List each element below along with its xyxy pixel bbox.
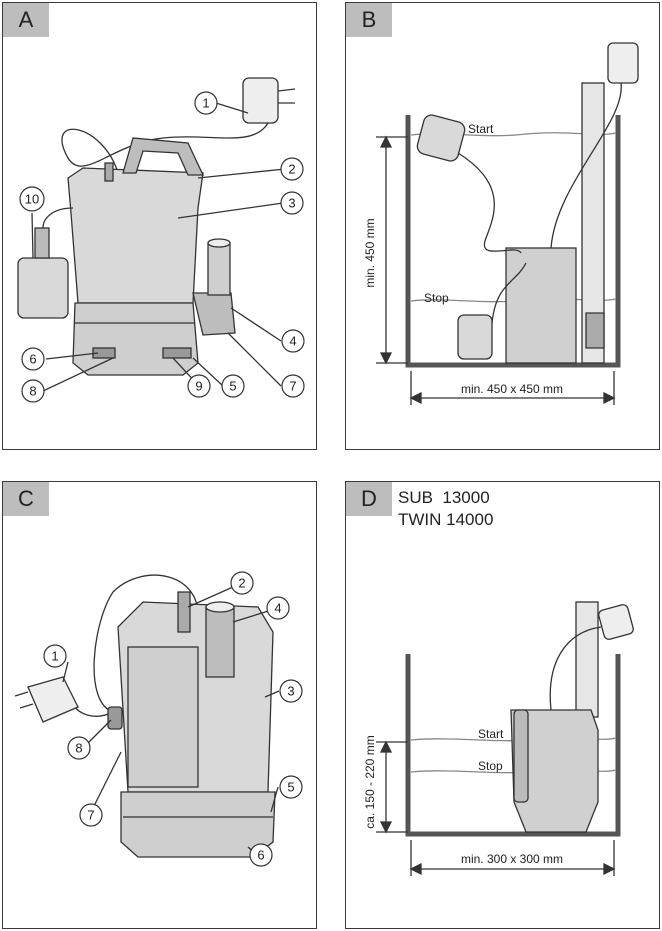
power-plug	[607, 42, 639, 84]
outlet-connector	[205, 606, 235, 678]
discharge-pipe	[581, 82, 605, 364]
callout-10: 10	[19, 186, 45, 212]
tank-wall	[405, 654, 621, 837]
svg-text:1: 1	[51, 649, 58, 664]
height-dimension-label: ca. 150 - 220 mm	[363, 735, 377, 828]
float-switch-holder	[107, 706, 123, 730]
integrated-float	[513, 709, 529, 803]
callout-1: 1	[194, 91, 218, 115]
svg-text:5: 5	[229, 379, 236, 394]
outlet-adapter	[192, 292, 236, 336]
stop-label: Stop	[478, 759, 503, 773]
callout-8: 8	[67, 736, 91, 760]
float-switch-upper	[416, 114, 466, 162]
callout-1: 1	[43, 644, 67, 668]
lock-switch	[162, 347, 192, 359]
callout-2: 2	[230, 571, 254, 595]
model-name-line-2: TWIN 14000	[398, 510, 494, 529]
svg-text:7: 7	[87, 808, 94, 823]
height-dimension-label: min. 450 mm	[363, 218, 377, 287]
discharge-pipe	[575, 601, 599, 718]
svg-text:6: 6	[29, 352, 36, 367]
stop-label: Stop	[424, 291, 449, 305]
svg-text:8: 8	[29, 384, 36, 399]
svg-text:1: 1	[202, 96, 209, 111]
callout-6: 6	[249, 843, 273, 867]
power-cable	[93, 574, 199, 713]
callout-8: 8	[21, 379, 45, 403]
float-switch-lower	[457, 314, 493, 360]
pump-base	[120, 791, 276, 858]
start-label: Start	[468, 122, 494, 136]
width-dimension-label: min. 450 x 450 mm	[461, 382, 563, 396]
svg-text:8: 8	[75, 741, 82, 756]
power-plug	[242, 77, 279, 124]
callout-4: 4	[281, 329, 305, 353]
svg-text:3: 3	[287, 684, 294, 699]
model-name-line-1: SUB 13000	[398, 488, 490, 507]
panel-a: A	[2, 2, 317, 450]
callout-7: 7	[79, 803, 103, 827]
hose-connector	[207, 242, 231, 296]
panel-c: C	[2, 481, 317, 929]
panel-b-illustration: Start Stop min. 450 mm min. 450 x 450 mm	[363, 42, 639, 405]
width-dimension-label: min. 300 x 300 mm	[461, 852, 563, 866]
callout-9: 9	[187, 374, 211, 398]
panel-b-label: B	[346, 3, 392, 37]
pump-handle	[122, 137, 205, 176]
svg-text:4: 4	[289, 334, 296, 349]
callout-5: 5	[221, 374, 245, 398]
svg-text:2: 2	[288, 162, 295, 177]
panel-c-illustration: 1 2 3 4 5 6 7 8	[14, 571, 303, 867]
panel-d-illustration: Start Stop ca. 150 - 220 mm min. 300 x 3…	[363, 601, 634, 876]
pump	[505, 247, 577, 364]
panel-b: B	[345, 2, 660, 450]
callout-4: 4	[266, 596, 290, 620]
svg-text:9: 9	[195, 379, 202, 394]
callout-3: 3	[279, 679, 303, 703]
svg-text:4: 4	[274, 601, 281, 616]
panel-a-label: A	[3, 3, 49, 37]
callout-3: 3	[280, 191, 304, 215]
panel-c-label: C	[3, 482, 49, 516]
panel-d: D SUB 13000 TWIN 14000 S	[345, 481, 660, 929]
start-label: Start	[478, 727, 504, 741]
pump	[510, 709, 599, 833]
callout-6: 6	[21, 347, 45, 371]
svg-text:6: 6	[257, 848, 264, 863]
float-switch	[17, 257, 69, 319]
svg-text:10: 10	[25, 192, 39, 207]
svg-text:2: 2	[238, 576, 245, 591]
svg-text:5: 5	[287, 780, 294, 795]
panel-d-label: D	[346, 482, 392, 516]
svg-text:7: 7	[289, 379, 296, 394]
panel-a-illustration: 1 2 3 4 5 6 7 8 9 10	[17, 77, 305, 403]
callout-2: 2	[280, 157, 304, 181]
pump-upper-body	[67, 167, 204, 304]
power-plug	[598, 604, 634, 640]
svg-text:3: 3	[288, 196, 295, 211]
tank-wall	[405, 115, 621, 368]
power-cable	[61, 122, 269, 174]
power-plug	[27, 676, 79, 723]
callout-7: 7	[281, 374, 305, 398]
callout-5: 5	[279, 775, 303, 799]
